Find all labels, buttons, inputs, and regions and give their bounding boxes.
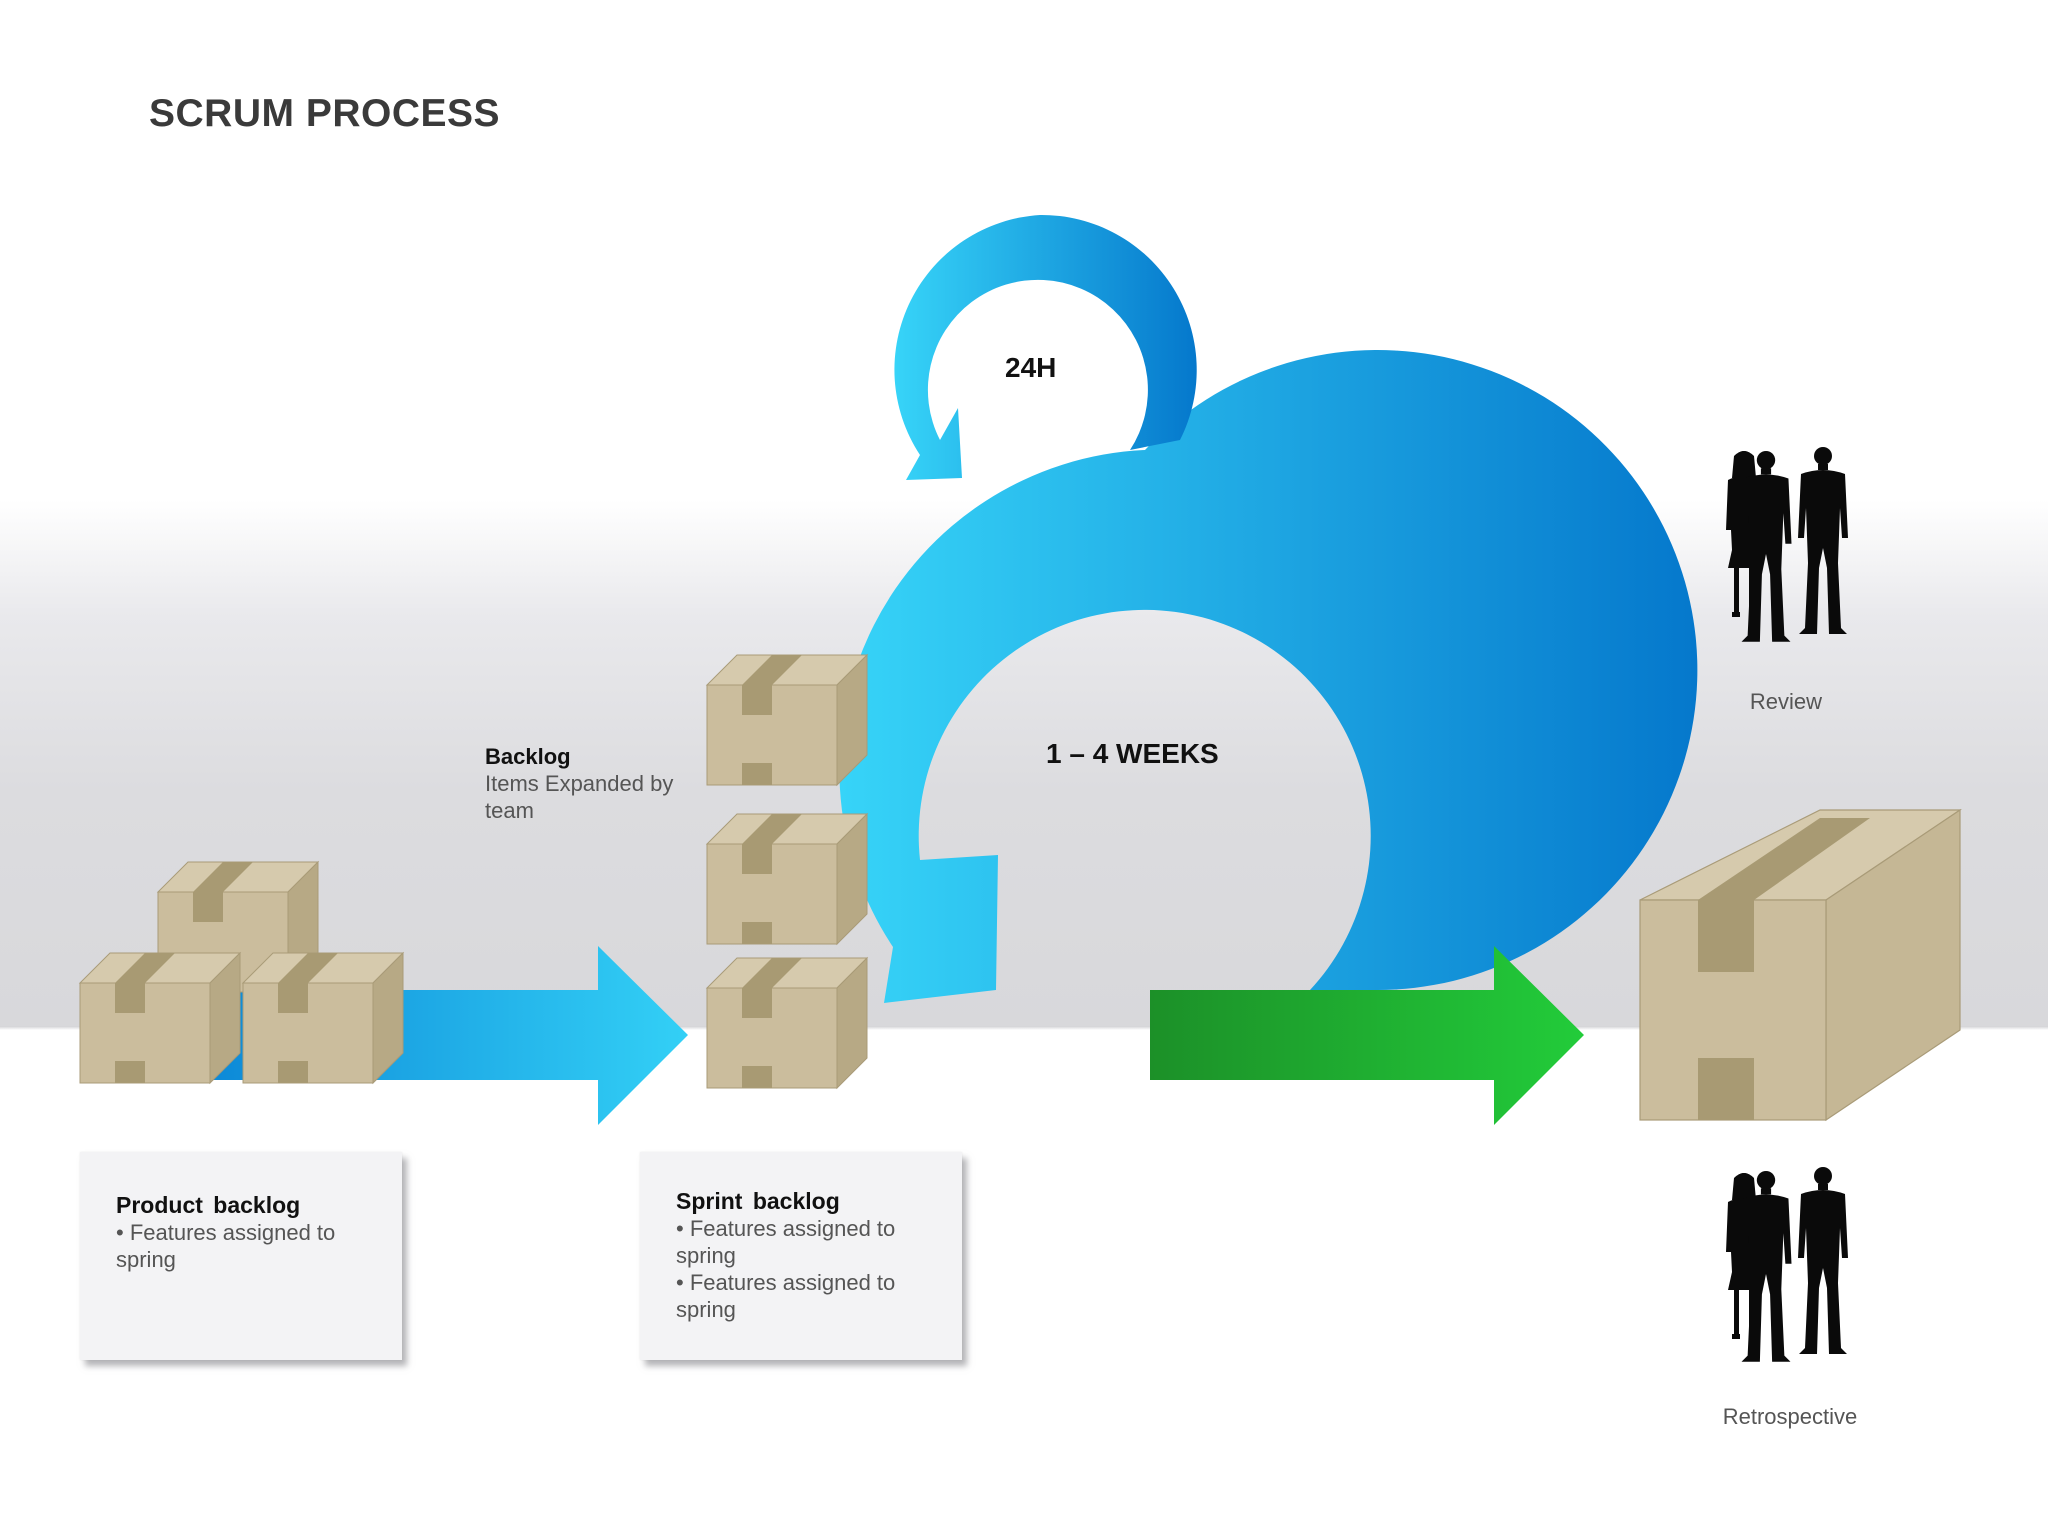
box-icon <box>706 813 868 945</box>
product-backlog-card: Product backlog • Features assigned to s… <box>80 1152 402 1360</box>
retrospective-people-icon <box>1726 1167 1848 1362</box>
product-backlog-line: • Features assigned to <box>116 1220 336 1245</box>
box-icon <box>79 952 241 1084</box>
backlog-note-title: Backlog <box>485 744 571 769</box>
retrospective-caption: Retrospective <box>1722 1404 1858 1429</box>
sprint-backlog-line: spring <box>676 1297 736 1322</box>
daily-cycle-label: 24H <box>1005 352 1057 383</box>
release-arrow <box>1150 946 1584 1125</box>
box-icon <box>706 957 868 1089</box>
sprint-backlog-title: Sprint backlog <box>676 1188 840 1214</box>
backlog-note: Backlog Items Expanded by team <box>485 744 715 824</box>
backlog-note-line: team <box>485 798 534 823</box>
review-caption: Review <box>1749 689 1823 714</box>
product-backlog-line: spring <box>116 1247 176 1272</box>
backlog-note-line: Items Expanded by <box>485 771 674 796</box>
sprint-cycle-arrow <box>839 350 1698 1003</box>
box-icon <box>242 952 404 1084</box>
increment-box-icon <box>1639 808 1962 1122</box>
sprint-backlog-card: Sprint backlog • Features assigned to sp… <box>640 1152 962 1360</box>
sprint-backlog-line: • Features assigned to <box>676 1216 896 1241</box>
review-people-icon <box>1726 447 1848 642</box>
sprint-backlog-line: spring <box>676 1243 736 1268</box>
sprint-backlog-line: • Features assigned to <box>676 1270 896 1295</box>
sprint-backlog-boxes <box>706 654 868 1089</box>
box-icon <box>706 654 868 786</box>
sprint-cycle-label: 1 – 4 WEEKS <box>1046 738 1219 769</box>
daily-cycle-arrow <box>894 214 1197 481</box>
page-title: SCRUM PROCESS <box>149 92 501 135</box>
product-backlog-title: Product backlog <box>116 1192 301 1218</box>
